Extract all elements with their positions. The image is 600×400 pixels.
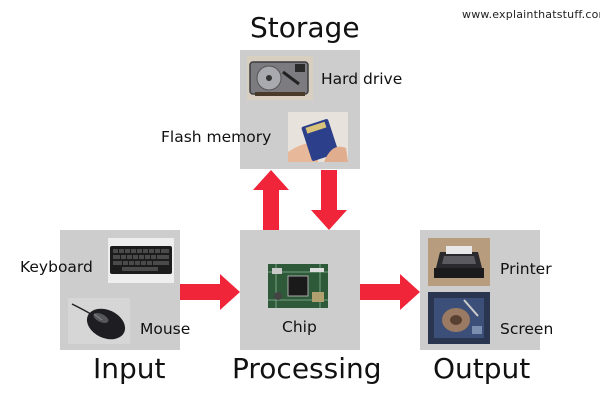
screen-image	[428, 292, 490, 344]
keyboard-image	[108, 238, 174, 283]
arrow-processing-to-output	[360, 274, 420, 310]
arrow-input-to-processing	[180, 274, 240, 310]
processing-title: Processing	[232, 352, 382, 385]
storage-box: Hard drive	[240, 50, 402, 169]
processing-box: Chip	[240, 230, 360, 350]
printer-image	[428, 238, 490, 286]
chip-label: Chip	[282, 318, 317, 336]
arrow-storage-to-processing	[311, 170, 347, 230]
printer-label: Printer	[500, 260, 552, 278]
arrow-processing-to-storage	[253, 170, 289, 230]
screen-label: Screen	[500, 320, 554, 338]
keyboard-label: Keyboard	[20, 258, 93, 276]
input-title: Input	[93, 352, 166, 385]
site-credit: www.explainthatstuff.com	[462, 8, 600, 21]
hard-drive-image	[247, 56, 313, 100]
output-title: Output	[433, 352, 531, 385]
hard-drive-label: Hard drive	[321, 70, 403, 88]
mouse-image	[68, 298, 130, 344]
flash-memory-label: Flash memory	[161, 128, 272, 146]
mouse-label: Mouse	[140, 320, 191, 338]
output-box: Printer Screen	[420, 230, 553, 350]
input-box: Mouse	[60, 230, 190, 350]
storage-title: Storage	[250, 11, 360, 44]
chip-image	[268, 264, 328, 308]
flash-memory-image	[288, 112, 348, 162]
